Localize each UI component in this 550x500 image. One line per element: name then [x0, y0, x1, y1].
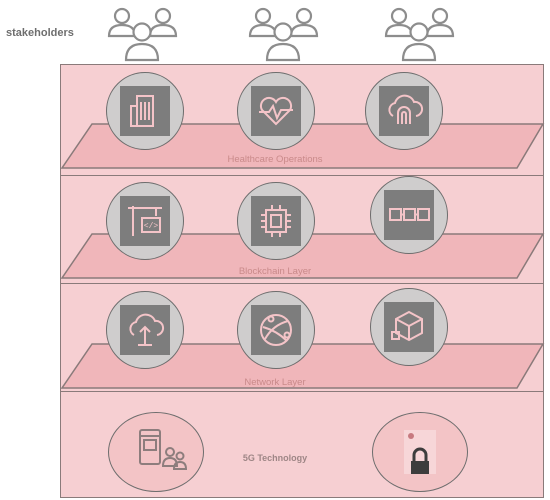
people-group-icon	[384, 7, 455, 62]
cloud-upload-icon	[129, 313, 165, 346]
smart-contract-node: </>	[106, 182, 184, 260]
people-group-icon	[107, 7, 178, 62]
security-node	[372, 412, 468, 492]
blocks-cube-icon	[391, 310, 423, 342]
layer-label-network: Network Layer	[244, 377, 306, 388]
chain-link-icon	[389, 208, 430, 221]
layer-divider	[60, 283, 544, 284]
hospital-building-icon	[130, 95, 154, 127]
layer-label-technology: 5G Technology	[242, 453, 308, 463]
processor-chip-icon	[261, 205, 291, 237]
processor-node	[237, 182, 315, 260]
layer-label-healthcare: Healthcare Operations	[227, 154, 323, 165]
heartbeat-monitor-icon	[259, 96, 293, 126]
chain-node	[370, 176, 448, 254]
cloud-access-icon	[388, 94, 424, 124]
layer-divider	[60, 175, 544, 176]
network-globe-node	[237, 291, 315, 369]
people-group-icon	[248, 7, 319, 62]
svg-text:</>: </>	[144, 222, 159, 231]
network-globe-icon	[260, 314, 292, 346]
stakeholders-label: stakeholders	[6, 27, 74, 39]
layer-divider	[60, 391, 544, 392]
cloud-upload-node	[106, 291, 184, 369]
hospital-node	[106, 72, 184, 150]
mobile-users-node	[108, 412, 204, 492]
mobile-users-icon	[139, 429, 188, 470]
layer-label-blockchain: Blockchain Layer	[238, 266, 312, 277]
blocks-node	[370, 288, 448, 366]
padlock-icon	[404, 430, 436, 474]
smart-contract-crane-icon: </>	[128, 206, 162, 236]
cloud-access-node	[365, 72, 443, 150]
heartbeat-node	[237, 72, 315, 150]
